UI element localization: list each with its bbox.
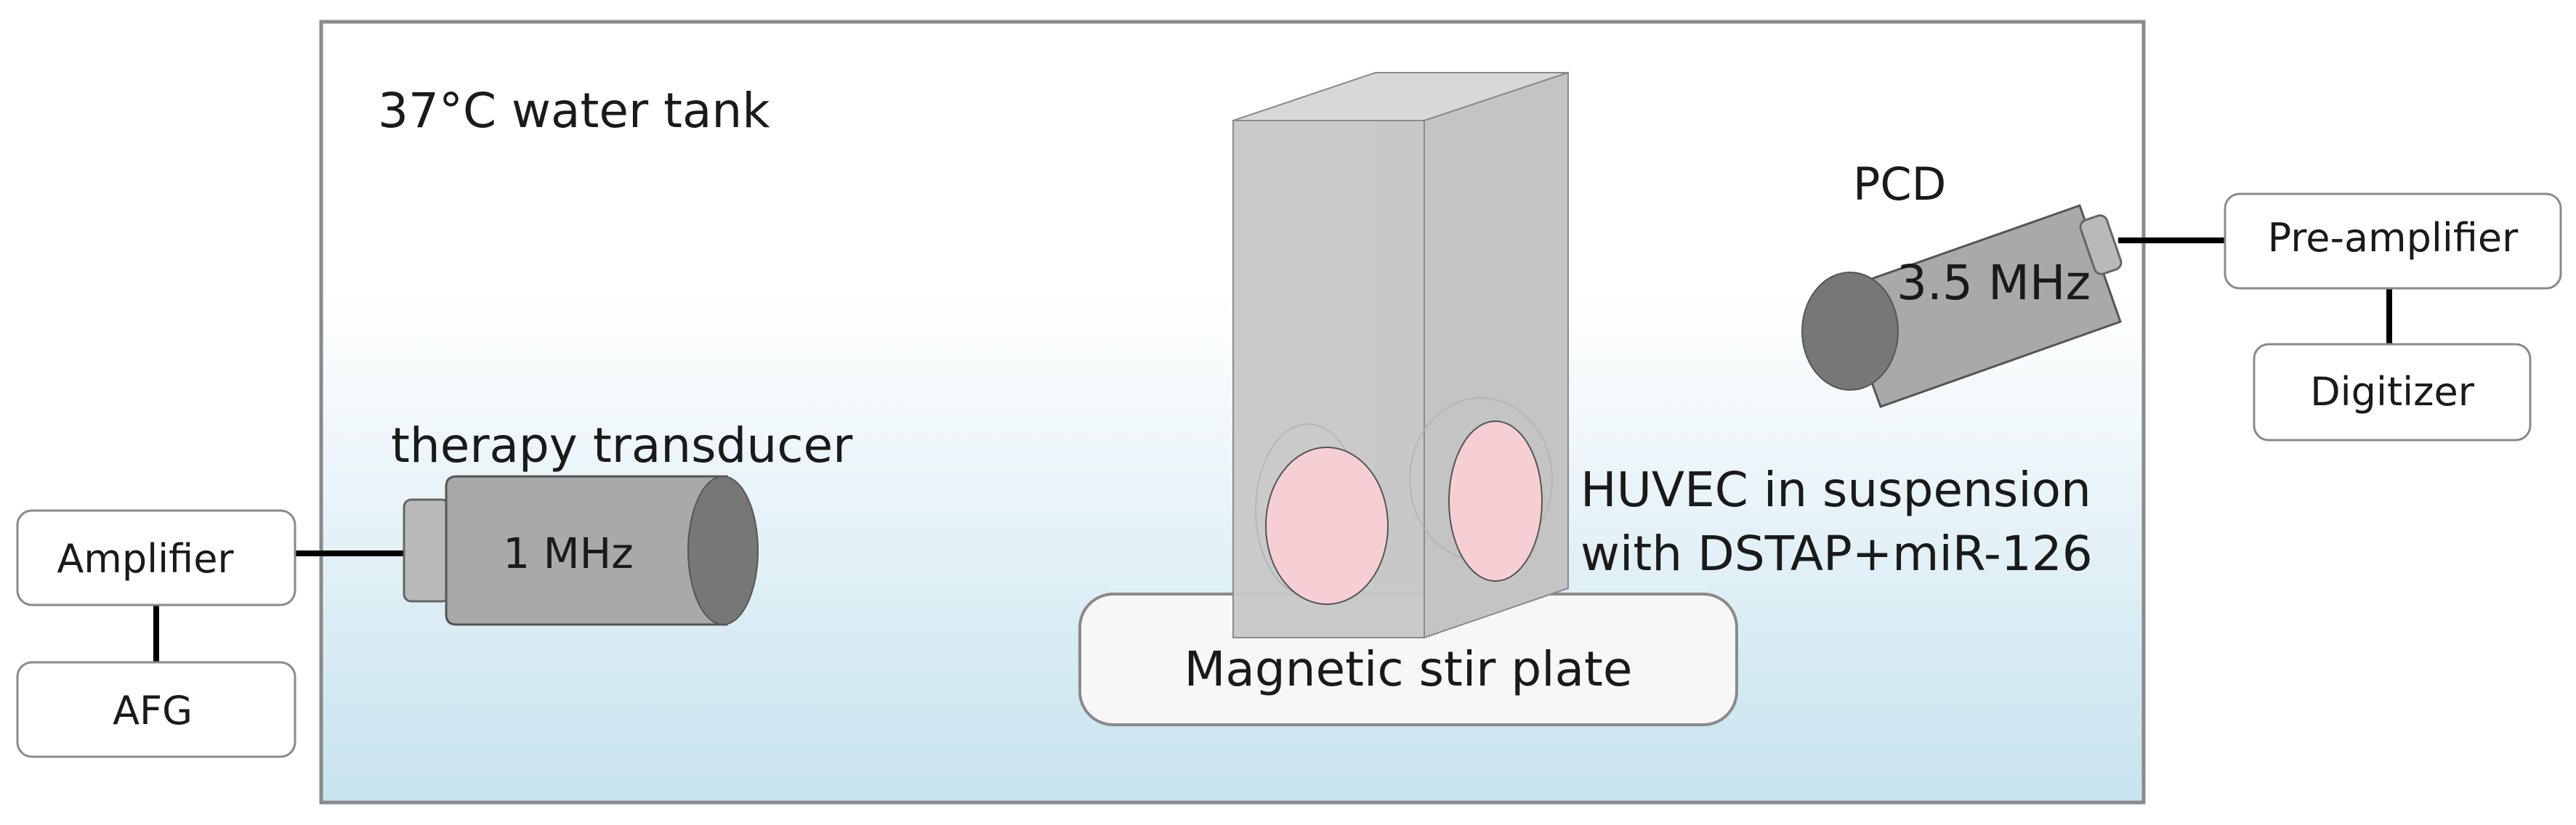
therapy-label: therapy transducer (391, 418, 853, 474)
pre-amplifier-label: Pre-amplifier (2268, 215, 2519, 261)
therapy-connector (403, 498, 451, 603)
afg-box: AFG (16, 661, 296, 758)
pcd-label: PCD (1853, 158, 1946, 211)
therapy-transducer: 1 MHz (403, 475, 759, 626)
digitizer-box: Digitizer (2253, 343, 2532, 442)
digitizer-label: Digitizer (2310, 369, 2475, 415)
amplifier-box: Amplifier (16, 509, 296, 606)
pcd-connector (2079, 214, 2123, 275)
cell-spot-side (1448, 420, 1543, 582)
therapy-frequency: 1 MHz (503, 529, 633, 578)
sample-label-line2: with DSTAP+miR-126 (1580, 526, 2093, 582)
cuvette (1232, 71, 1569, 639)
pcd-transducer: 3.5 MHz (1801, 204, 2123, 408)
cell-spot-front (1265, 447, 1389, 605)
therapy-body (445, 475, 728, 626)
sample-label-line1: HUVEC in suspension (1580, 462, 2091, 518)
tank-label: 37°C water tank (378, 83, 770, 139)
afg-label: AFG (113, 688, 193, 733)
stir-plate-label: Magnetic stir plate (1184, 641, 1632, 697)
pre-amplifier-box: Pre-amplifier (2224, 192, 2562, 290)
pcd-frequency: 3.5 MHz (1897, 255, 2091, 311)
pcd-face (1801, 272, 1899, 391)
amplifier-label: Amplifier (57, 536, 234, 582)
therapy-face (687, 476, 759, 625)
